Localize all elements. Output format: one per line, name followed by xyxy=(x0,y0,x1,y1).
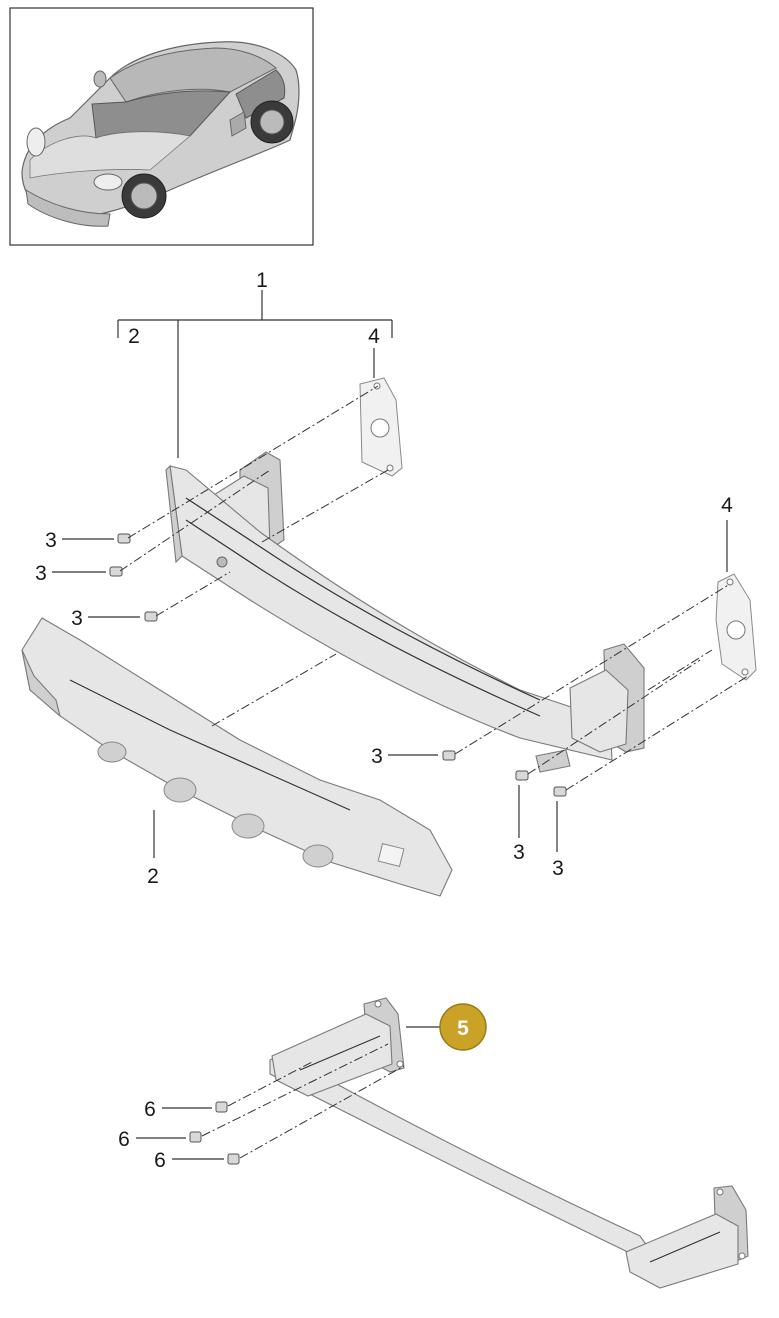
callout-6-b: 6 xyxy=(118,1128,130,1151)
callout-5: 5 xyxy=(457,1017,469,1040)
callout-3-e: 3 xyxy=(513,841,525,864)
highlight-badge-5: 5 xyxy=(439,1003,487,1051)
callout-2-top: 2 xyxy=(128,325,140,348)
nut-b-icon xyxy=(189,1131,202,1143)
leader-lines-upper xyxy=(52,520,728,858)
car-illustration-icon xyxy=(21,41,300,227)
bumper-carrier-beam xyxy=(165,451,645,773)
callout-3-f: 3 xyxy=(552,857,564,880)
callout-3-b: 3 xyxy=(35,562,47,585)
callout-3-d: 3 xyxy=(371,745,383,768)
bolt-c-icon xyxy=(144,611,158,622)
callout-4-right: 4 xyxy=(721,494,733,517)
impact-absorber-foam xyxy=(21,617,453,897)
nut-a-icon xyxy=(215,1101,228,1113)
callout-4-top: 4 xyxy=(368,325,380,348)
callout-6-a: 6 xyxy=(144,1098,156,1121)
bolt-e-icon xyxy=(515,770,529,781)
mounting-plate-right xyxy=(715,573,757,681)
leader-lines-lower xyxy=(136,1026,440,1160)
callout-3-c: 3 xyxy=(71,607,83,630)
callout-3-a: 3 xyxy=(45,529,57,552)
callout-2-bottom: 2 xyxy=(147,865,159,888)
car-thumbnail xyxy=(9,7,314,246)
lower-crossmember xyxy=(269,997,749,1289)
assembly-lines-upper xyxy=(119,385,749,791)
bolt-d-icon xyxy=(442,750,456,761)
mounting-plate-left xyxy=(359,377,403,477)
callout-6-c: 6 xyxy=(154,1149,166,1172)
bolt-a-icon xyxy=(117,533,131,544)
callout-1: 1 xyxy=(256,269,268,292)
nut-c-icon xyxy=(227,1153,240,1165)
bolt-b-icon xyxy=(109,566,123,577)
bolt-f-icon xyxy=(553,786,567,797)
assembly-lines-lower xyxy=(201,1043,405,1159)
group-bracket-1 xyxy=(117,290,393,458)
